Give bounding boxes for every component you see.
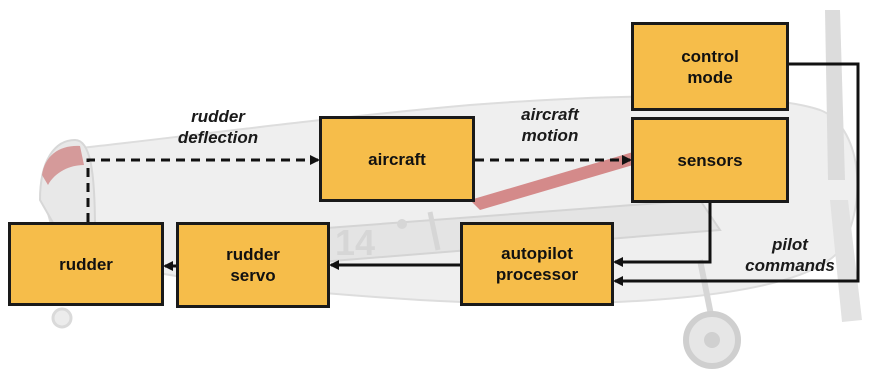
sensors-to-autopilot-arrow	[615, 203, 710, 262]
aircraft-block: aircraft	[319, 116, 475, 202]
sensors-label: sensors	[677, 150, 742, 171]
rudder-label: rudder	[59, 254, 113, 275]
rudder-block: rudder	[8, 222, 164, 306]
rudder-deflection-arrow	[88, 160, 318, 222]
rudder-deflection-label: rudder deflection	[148, 106, 288, 148]
aircraft-label: aircraft	[368, 149, 426, 170]
rudder-servo-label: rudder servo	[226, 244, 280, 286]
control-mode-block: control mode	[631, 22, 789, 111]
aircraft-motion-label: aircraft motion	[490, 104, 610, 146]
sensors-block: sensors	[631, 117, 789, 203]
control-mode-label: control mode	[681, 46, 739, 88]
autopilot-processor-block: autopilot processor	[460, 222, 614, 306]
rudder-servo-block: rudder servo	[176, 222, 330, 308]
pilot-commands-label: pilot commands	[730, 234, 850, 276]
autopilot-processor-label: autopilot processor	[496, 243, 578, 285]
